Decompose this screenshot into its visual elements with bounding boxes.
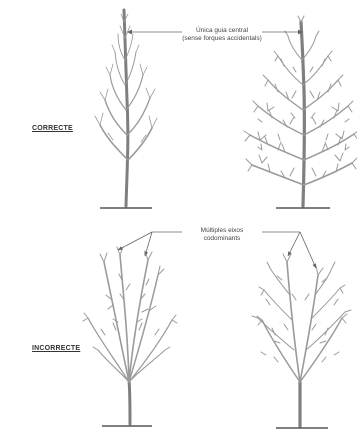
- central-leader-label-line1: Única guia central: [180, 27, 264, 35]
- correct-mature-tree: [244, 16, 357, 206]
- incorrect-mature-tree: [252, 254, 351, 426]
- codominant-leaders-label-line1: Múltiples eixos: [180, 227, 264, 235]
- incorrect-young-tree: [83, 247, 177, 424]
- central-leader-label-line2: (sense forques accidentals): [180, 35, 264, 43]
- correct-young-tree: [95, 10, 157, 206]
- codominant-leaders-label-line2: codominants: [180, 235, 264, 243]
- correct-label: CORRECTE: [32, 125, 73, 132]
- incorrect-label: INCORRECTE: [32, 345, 80, 352]
- codominant-leaders-label: Múltiples eixos codominants: [180, 227, 264, 243]
- central-leader-label: Única guia central (sense forques accide…: [180, 27, 264, 43]
